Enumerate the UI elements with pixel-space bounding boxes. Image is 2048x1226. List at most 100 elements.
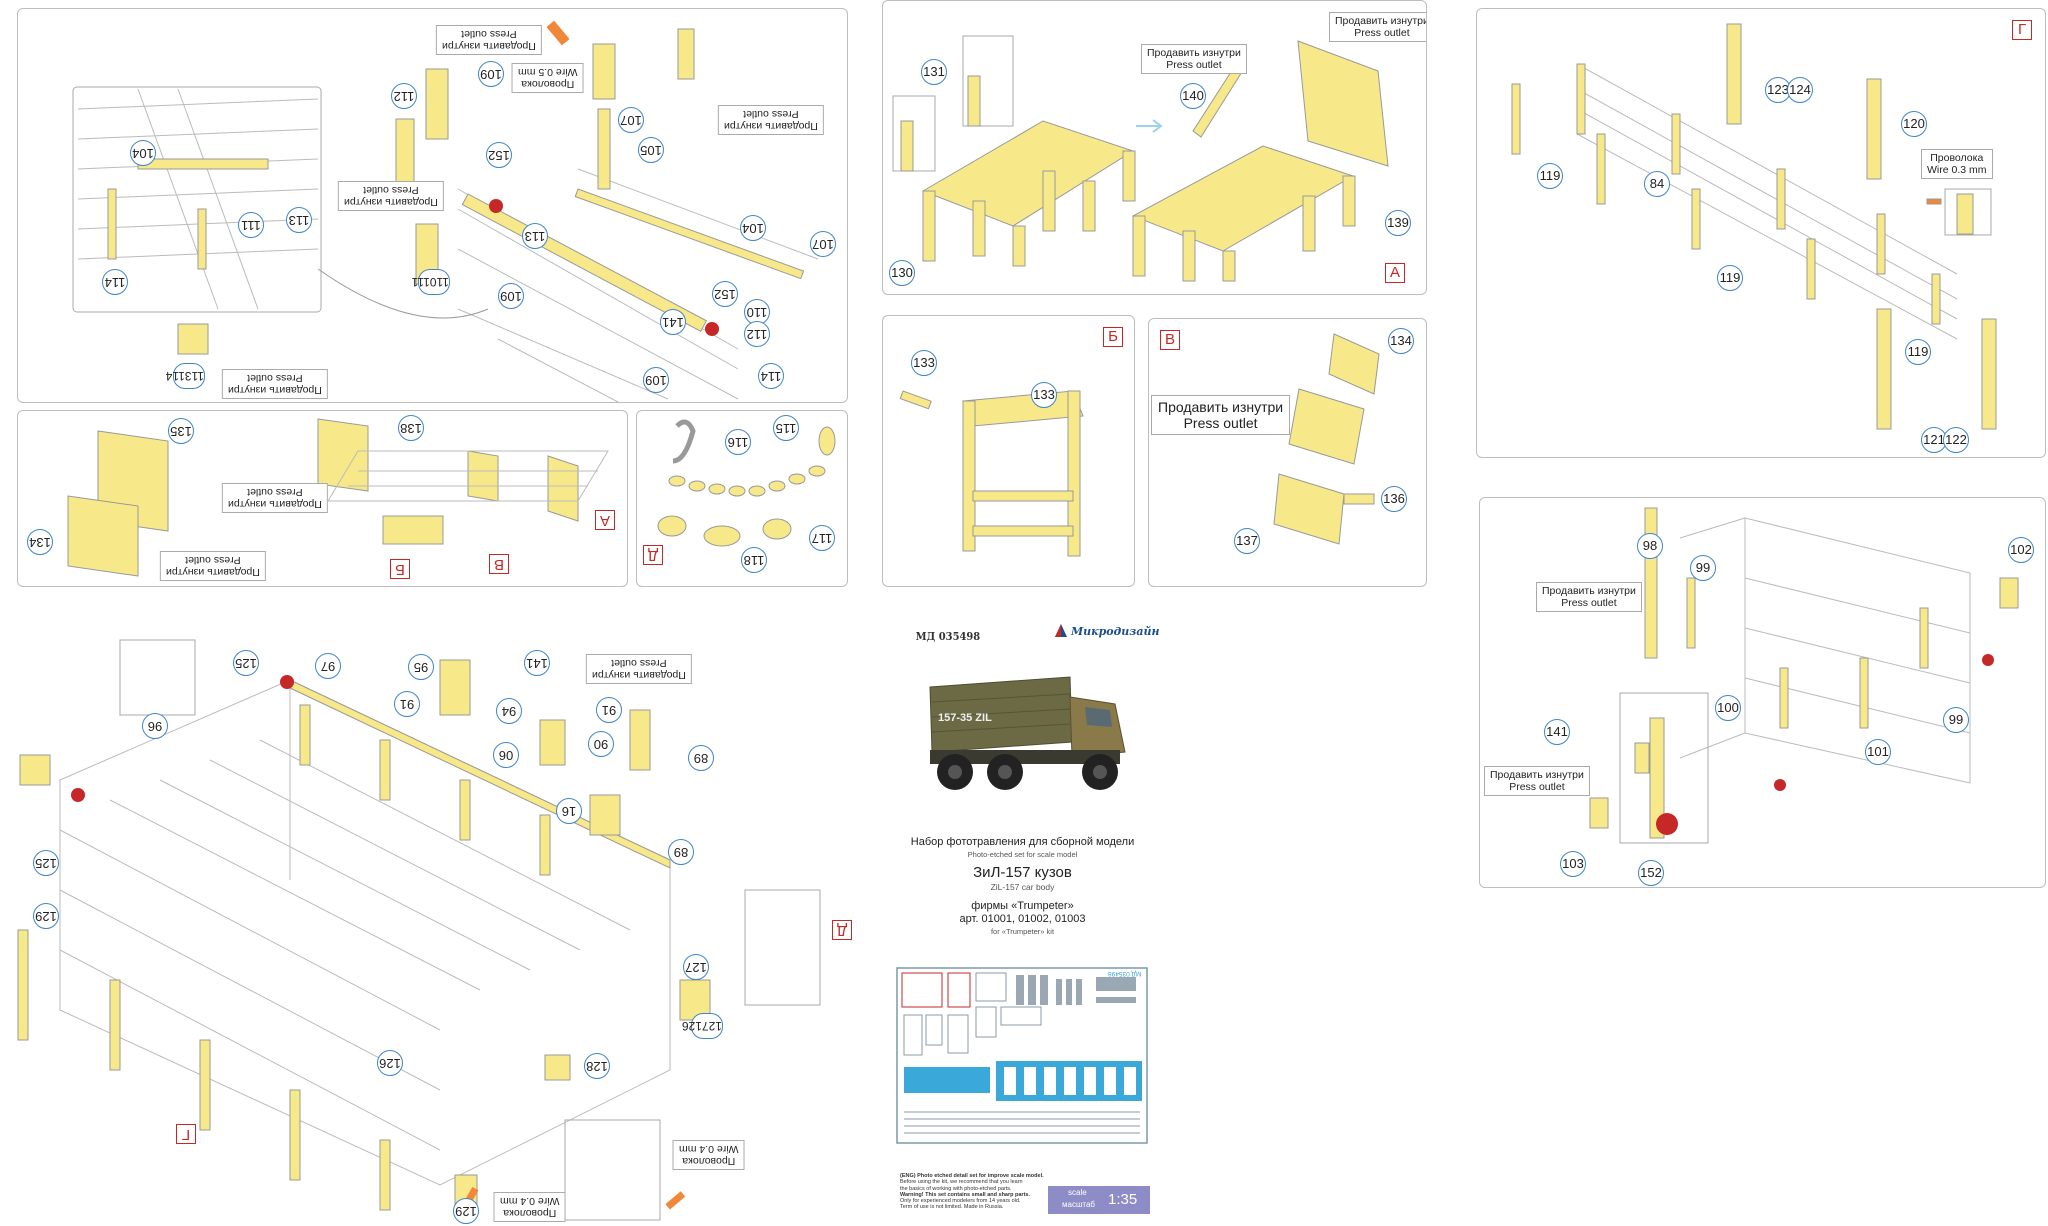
part-124: 124 xyxy=(1787,77,1813,103)
part-89: 89 xyxy=(688,745,714,771)
tailboard-drawing xyxy=(72,20,819,402)
part-119b: 119 xyxy=(1717,265,1743,291)
part-113b: 113 xyxy=(522,223,548,249)
letter-a: А xyxy=(595,510,615,530)
part-102: 102 xyxy=(2008,537,2034,563)
part-131: 131 xyxy=(921,59,947,85)
fret-label: МД 035498 xyxy=(1108,970,1142,977)
part-118: 118 xyxy=(741,547,767,573)
part-107b: 107 xyxy=(810,231,836,257)
part-152: 152 xyxy=(486,142,512,168)
part-152b: 152 xyxy=(712,281,738,307)
part-121: 121 xyxy=(1921,427,1947,453)
part-141: 141 xyxy=(660,309,686,335)
part-117: 117 xyxy=(809,525,835,551)
part-114b: 114 xyxy=(758,363,784,389)
part-95: 95 xyxy=(408,654,434,680)
info-column: МД 035498 Микродизайн 157-35 ZIL Набор ф… xyxy=(890,620,1159,1221)
part-99b: 99 xyxy=(1943,707,1969,733)
part-06: 06 xyxy=(493,742,519,768)
part-152: 152 xyxy=(1638,860,1664,886)
firm-ru: фирмы «Trumpeter» xyxy=(971,900,1074,912)
fret-sheet xyxy=(896,967,1148,1144)
part-109: 109 xyxy=(478,61,504,87)
part-107: 107 xyxy=(618,107,644,133)
articles: арт. 01001, 01002, 01003 xyxy=(959,913,1086,925)
part-125: 125 xyxy=(233,650,259,676)
product-ru: ЗиЛ-157 кузов xyxy=(973,864,1072,881)
part-120: 120 xyxy=(1901,111,1927,137)
part-111: 111 xyxy=(238,212,264,238)
part-100: 100 xyxy=(1715,695,1741,721)
chain-drawing xyxy=(657,419,836,547)
panel-g-side-posts: 123 124 120 119 84 119 119 121 122 Прово… xyxy=(1476,8,2046,458)
product-en: ZiL-157 car body xyxy=(990,882,1055,892)
part-113114: 113114 xyxy=(166,363,205,389)
part-91: 91 xyxy=(394,691,420,717)
panel-tailboard: 104 111 113 114 112 109 152 107 105 1101… xyxy=(17,8,848,403)
letter-d: Д xyxy=(643,545,663,565)
for-kit: for «Trumpeter» kit xyxy=(990,927,1055,936)
boxes-drawing xyxy=(1273,333,1380,545)
part-133b: 133 xyxy=(1031,382,1057,408)
part-135: 135 xyxy=(168,418,194,444)
part-115: 115 xyxy=(773,415,799,441)
part-137: 137 xyxy=(1234,528,1260,554)
main-body-svg xyxy=(17,639,821,1221)
part-123: 123 xyxy=(1765,77,1791,103)
brand-logo: Микродизайн xyxy=(1054,624,1159,638)
part-110111: 110111 xyxy=(412,269,450,295)
main-body-drawing: 96 125 97 91 95 141 94 91 06 90 89 16 12… xyxy=(0,630,860,1224)
rack-drawing xyxy=(899,390,1084,557)
part-101: 101 xyxy=(1865,739,1891,765)
part-134: 134 xyxy=(1388,328,1414,354)
letter-d: Д xyxy=(832,920,852,940)
letter-b: Б xyxy=(390,559,410,579)
rear-body-drawing xyxy=(1589,507,2019,844)
part-112b: 112 xyxy=(744,321,770,347)
part-103: 103 xyxy=(1560,851,1586,877)
part-129b: 129 xyxy=(453,1198,479,1224)
part-140: 140 xyxy=(1180,83,1206,109)
part-129: 129 xyxy=(33,903,59,929)
title-en: Photo-etched set for scale model xyxy=(967,850,1078,859)
letter-g: Г xyxy=(2012,20,2032,40)
part-125b: 125 xyxy=(33,850,59,876)
title-ru: Набор фототравления для сборной модели xyxy=(910,836,1135,848)
part-99: 99 xyxy=(1690,555,1716,581)
letter-v: В xyxy=(489,554,509,574)
part-139: 139 xyxy=(1385,210,1411,236)
panel-chain: 116 115 117 118 Д xyxy=(636,410,848,587)
part-91b: 91 xyxy=(596,697,622,723)
part-119: 119 xyxy=(1537,163,1563,189)
panel-b-rack: 133 133 Б xyxy=(882,315,1135,587)
letter-g: Г xyxy=(176,1124,196,1144)
part-127: 127 xyxy=(683,954,709,980)
side-posts-drawing xyxy=(1511,23,1997,430)
sail-logo-icon xyxy=(1055,624,1067,637)
panel-rear-body: 98 99 102 100 141 99 101 103 152 Продави… xyxy=(1479,497,2046,888)
part-134: 134 xyxy=(27,529,53,555)
part-133: 133 xyxy=(911,350,937,376)
letter-v: В xyxy=(1160,330,1180,350)
part-90: 90 xyxy=(588,731,614,757)
scale-badge: scale масштаб 1:35 xyxy=(1048,1186,1150,1214)
side-boards-drawing xyxy=(67,418,609,577)
part-109c: 109 xyxy=(643,367,669,393)
part-105: 105 xyxy=(638,137,664,163)
